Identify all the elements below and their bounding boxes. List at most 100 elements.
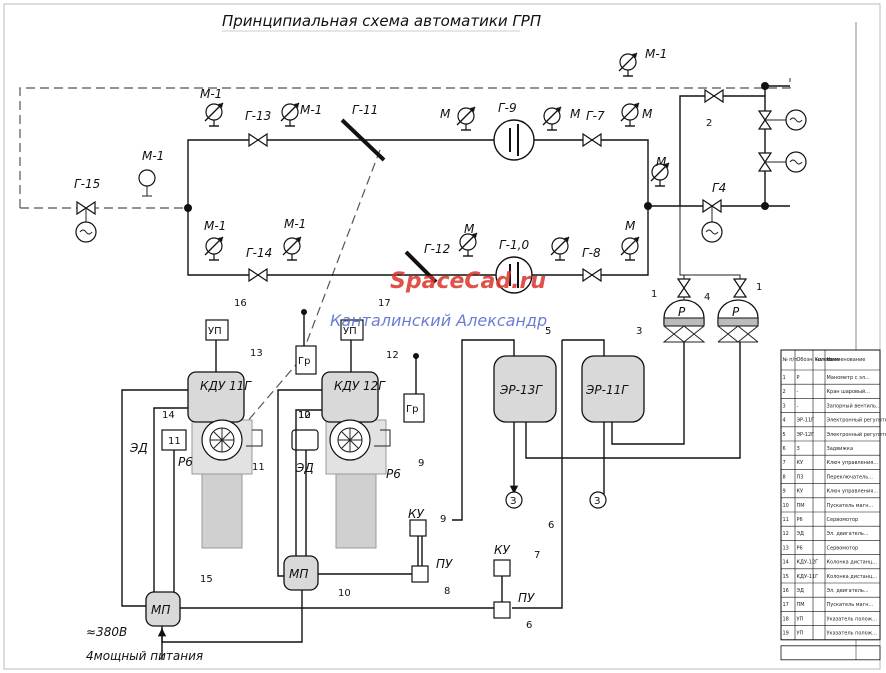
kdu11-fitting bbox=[246, 429, 263, 447]
servomotor-spokes bbox=[338, 428, 362, 452]
table-cell: Указатель полож... bbox=[827, 616, 878, 622]
gauge-icon bbox=[282, 236, 302, 261]
table-cell: Запорный вентиль... bbox=[827, 402, 882, 409]
table-cell: 16 bbox=[783, 588, 789, 594]
gauge-icon bbox=[620, 236, 640, 261]
num-19: 17 bbox=[378, 298, 391, 309]
er11-feed bbox=[562, 339, 605, 356]
junction-dot bbox=[644, 202, 652, 210]
gauge-icon bbox=[456, 106, 476, 131]
label-pu: ПУ bbox=[436, 557, 453, 571]
label-p: Р bbox=[732, 305, 740, 319]
control-wire bbox=[295, 409, 322, 564]
er11-link bbox=[512, 340, 563, 609]
table-cell: Сервомотор bbox=[827, 545, 859, 551]
valve-vertical-icon bbox=[733, 278, 747, 298]
pressure-switch-base bbox=[662, 325, 706, 343]
table-cell: Эл. двигатель... bbox=[827, 531, 870, 537]
table-cell: КУ bbox=[797, 460, 804, 466]
table-cell: Ключ управления... bbox=[827, 489, 879, 495]
ku-7-box bbox=[493, 559, 511, 577]
label-kdu12: КДУ 12Г bbox=[334, 379, 386, 393]
label-g13: Г-13 bbox=[245, 109, 271, 123]
num-10: 10 bbox=[338, 588, 351, 599]
table-header-cell: Обозн. на схеме bbox=[797, 357, 840, 363]
table-cell: 2 bbox=[783, 389, 786, 395]
valve-g8-icon bbox=[582, 268, 602, 282]
table-cell: Р6 bbox=[797, 545, 803, 551]
table-cell: Пускатель магн... bbox=[827, 503, 874, 509]
mp-10-box bbox=[283, 555, 319, 591]
valve-g7-icon bbox=[582, 133, 602, 147]
table-cell: 13 bbox=[783, 545, 789, 551]
up-12-box bbox=[340, 319, 364, 341]
table-cell: ПМ bbox=[797, 503, 805, 509]
label-m11: 11 bbox=[168, 436, 181, 447]
label-m: М bbox=[625, 219, 636, 233]
label-m: М bbox=[642, 107, 653, 121]
table-cell: ЭР-11Г bbox=[797, 418, 815, 424]
table-cell: КУ bbox=[797, 489, 804, 495]
label-ku: КУ bbox=[408, 507, 425, 521]
table-cell: Переключатель... bbox=[827, 474, 874, 480]
pu-6-box bbox=[493, 601, 511, 619]
junction-dot bbox=[413, 353, 419, 359]
junction-dot bbox=[761, 202, 769, 210]
motor-12-box bbox=[291, 429, 319, 451]
watermark-site: SpaceCad.ru bbox=[390, 269, 546, 294]
table-cell: 15 bbox=[783, 574, 789, 580]
table-cell: 19 bbox=[783, 631, 789, 637]
num-11: 9 bbox=[418, 458, 424, 469]
mp-17-box bbox=[145, 591, 181, 627]
bypass-dashed-line bbox=[19, 78, 791, 208]
regulator-g9-icon bbox=[493, 119, 535, 161]
gr-1-box bbox=[295, 345, 317, 375]
gauge-m1-icon bbox=[138, 169, 156, 187]
table-cell: З bbox=[797, 446, 800, 452]
table-cell: ПМ bbox=[797, 602, 805, 608]
table-cell: Эл. двигатель... bbox=[827, 588, 870, 594]
gauge-icon bbox=[280, 102, 300, 127]
pressure-switch-legs bbox=[663, 325, 705, 343]
num-6: 6 bbox=[526, 620, 532, 631]
power-label: ≈380В bbox=[86, 625, 127, 639]
gauge-icon bbox=[618, 52, 638, 77]
junction-dot bbox=[301, 309, 307, 315]
table-cell: ЭД bbox=[797, 531, 804, 537]
label-m12: 12 bbox=[298, 410, 311, 421]
num-1: 1 bbox=[651, 289, 657, 300]
table-cell: 8 bbox=[783, 474, 786, 480]
num-16: 14 bbox=[162, 410, 175, 421]
label-g14: Г-14 bbox=[246, 246, 272, 260]
table-cell: Указатель полож... bbox=[827, 631, 878, 637]
table-cell: 17 bbox=[783, 602, 789, 608]
pressure-switch-fill bbox=[717, 317, 759, 327]
table-cell: Электронный регулятор... bbox=[827, 431, 886, 438]
valve-z2-icon bbox=[589, 491, 607, 509]
table-cell: Колонка дистанц... bbox=[827, 574, 878, 580]
num-12: 10 bbox=[298, 410, 311, 421]
valve-g11-icon bbox=[340, 118, 386, 162]
table-header-cell: Наименование bbox=[827, 357, 866, 363]
label-m1: М-1 bbox=[284, 217, 306, 231]
label-er11g: ЭР-11Г bbox=[585, 383, 629, 397]
power-tail-label: 4мощный питания bbox=[86, 649, 203, 663]
table-cell: 7 bbox=[783, 460, 786, 466]
actuator-wave-icon bbox=[789, 159, 803, 165]
table-cell: 10 bbox=[783, 503, 789, 509]
kdu12-fitting bbox=[374, 429, 391, 447]
label-g7: Г-7 bbox=[586, 109, 605, 123]
table-cell: 5 bbox=[783, 432, 786, 438]
control-wire bbox=[153, 407, 188, 594]
table-cell: КДУ-12Г bbox=[797, 560, 819, 566]
up-11-box bbox=[205, 319, 229, 341]
gauge-icon bbox=[204, 236, 224, 261]
gas-line-upper bbox=[187, 139, 649, 208]
label-m1: М-1 bbox=[300, 103, 322, 117]
label-g11: Г-11 bbox=[352, 103, 378, 117]
regulator-g10-icon bbox=[495, 256, 533, 294]
num-17: 15 bbox=[200, 574, 213, 585]
table-cell: Кран шаровый... bbox=[827, 388, 871, 395]
label-m: М bbox=[656, 155, 667, 169]
